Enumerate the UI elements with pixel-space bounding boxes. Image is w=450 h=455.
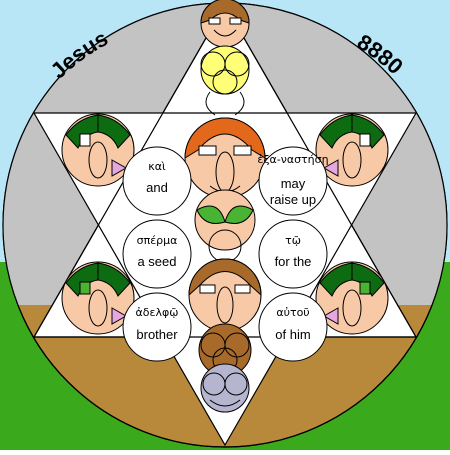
greek-word: τῷ — [285, 234, 301, 247]
english-word-line1: may — [281, 176, 306, 191]
greek-word: ἀδελφῷ — [136, 306, 179, 319]
english-word-line2: raise up — [270, 192, 316, 207]
word-circle-and: καὶ and — [122, 146, 192, 216]
yellow-flower-medallion — [200, 45, 250, 116]
word-circle-may-raise-up: ἐξα-ναστήσῃ may raise up — [257, 146, 329, 216]
top-face-medallion — [200, 0, 250, 48]
english-word: a seed — [137, 254, 176, 269]
word-circle-for-the: τῷ for the — [258, 219, 328, 289]
english-word: for the — [275, 254, 312, 269]
english-word: brother — [136, 327, 178, 342]
center-face-medallion — [184, 117, 266, 199]
greek-word: σπέρμα — [137, 234, 178, 247]
greek-word: καὶ — [148, 160, 166, 173]
word-circle-a-seed: σπέρμα a seed — [122, 219, 192, 289]
word-circle-brother: ἀδελφῷ brother — [122, 292, 192, 362]
bottom-brown-medallion — [198, 323, 252, 377]
english-word: of him — [275, 327, 310, 342]
side-medallion-upper-left — [61, 113, 135, 187]
green-leaf-medallion — [194, 189, 256, 263]
english-word: and — [146, 180, 168, 195]
side-medallion-upper-right — [315, 113, 389, 187]
lower-face-medallion — [188, 258, 262, 332]
greek-word: αὐτοῦ — [276, 306, 309, 319]
side-medallion-lower-right — [315, 261, 389, 335]
side-medallion-lower-left — [61, 261, 135, 335]
greek-word: ἐξα-ναστήσῃ — [257, 153, 328, 166]
word-circle-of-him: αὐτοῦ of him — [258, 292, 328, 362]
bottom-blue-medallion — [200, 363, 250, 413]
